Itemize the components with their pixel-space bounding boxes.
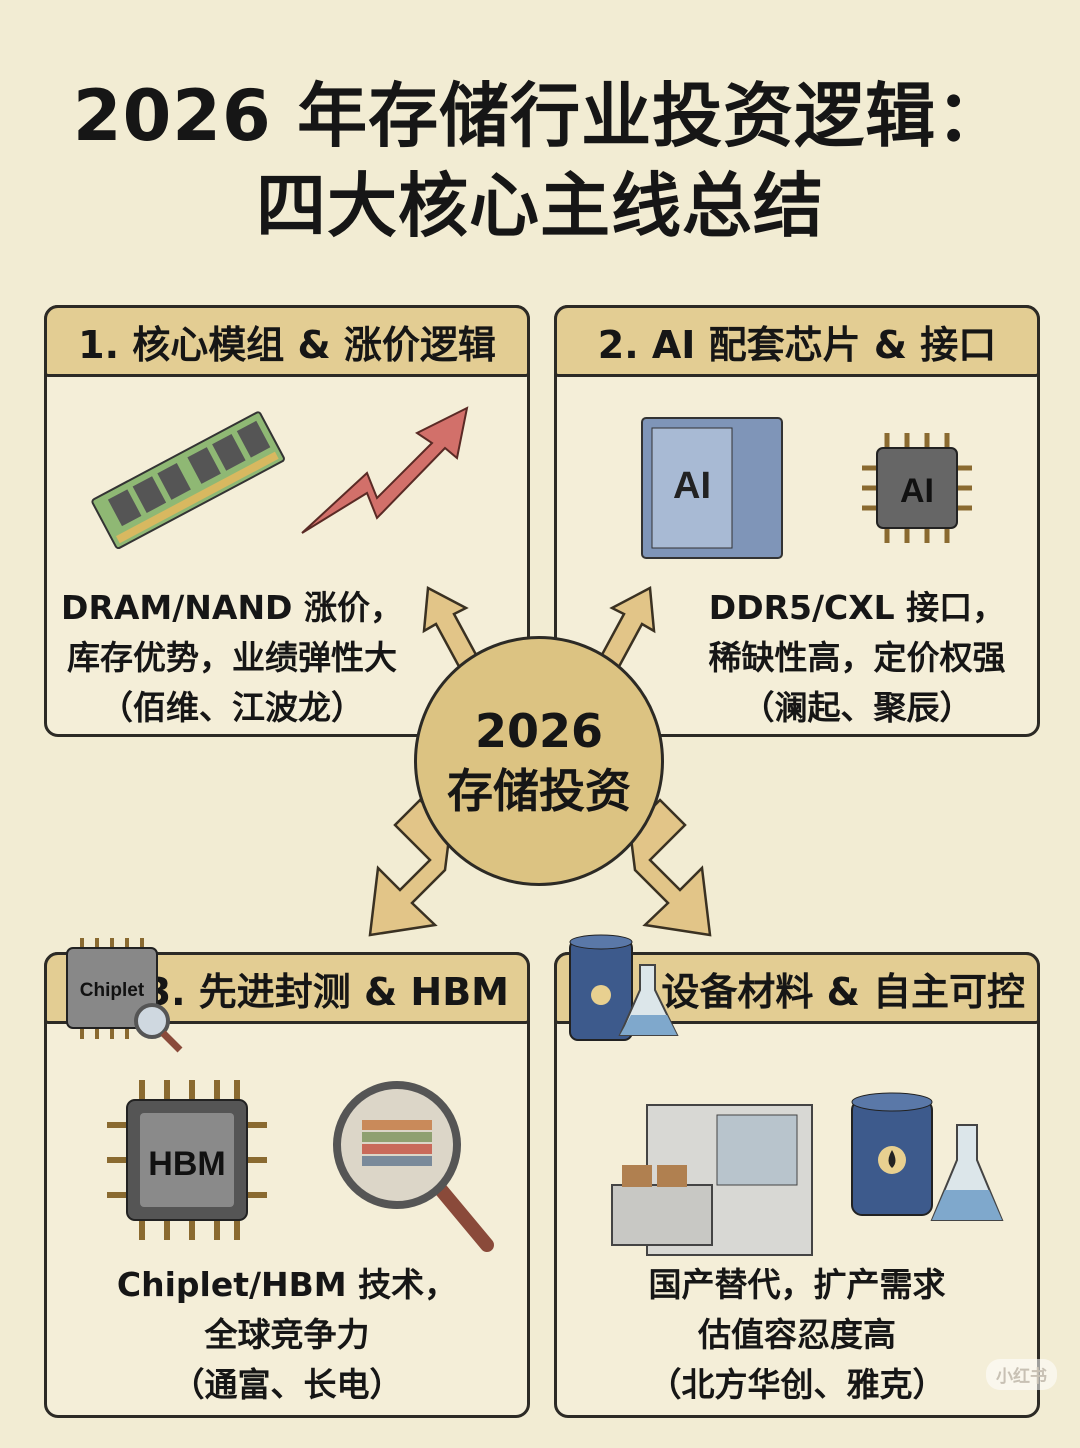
panel-module-pricing: 1. 核心模组 & 涨价逻辑 DRAM/NAND 涨价， 库存优势，业绩弹性大 … <box>44 305 530 737</box>
watermark-logo: 小红书 <box>986 1359 1057 1390</box>
panel-text-line: 稀缺性高，定价权强 <box>708 638 1006 677</box>
panel-text-line: （佰维、江波龙） <box>100 688 364 727</box>
panel-text-line: DRAM/NAND 涨价， <box>61 588 403 627</box>
title-line-1: 2026 年存储行业投资逻辑： <box>72 75 1008 157</box>
ai-server-icon: AI <box>641 417 783 559</box>
panel-ai-chips: 2. AI 配套芯片 & 接口 AI AI DDR5/CXL 接口， 稀缺性高，… <box>554 305 1040 737</box>
ai-chip-icon: AI <box>862 433 972 543</box>
hbm-chip-icon: HBM <box>107 1080 267 1240</box>
trend-up-arrow-icon <box>301 406 469 534</box>
flask-icon <box>930 1124 1004 1221</box>
arrow-to-panel-4 <box>628 798 712 937</box>
panel-text-line: Chiplet/HBM 技术， <box>116 1265 458 1304</box>
panel-text-line: 全球竞争力 <box>204 1315 370 1354</box>
dram-module-icon <box>91 411 285 550</box>
title-line-2: 四大核心主线总结 <box>256 165 824 247</box>
panel-text-line: 估值容忍度高 <box>698 1315 896 1354</box>
center-year: 2026 <box>474 704 604 758</box>
semiconductor-equipment-icon <box>611 1104 813 1256</box>
panel-text-line: （通富、长电） <box>171 1365 403 1404</box>
panel-heading: 2. AI 配套芯片 & 接口 <box>554 305 1040 377</box>
arrow-to-panel-3 <box>368 798 452 937</box>
barrel-flask-header-icon <box>569 934 679 1041</box>
panel-text-line: DDR5/CXL 接口， <box>708 588 1006 627</box>
center-label: 存储投资 <box>447 764 631 818</box>
chemical-barrel-icon <box>851 1092 933 1216</box>
stacked-die-magnifier-icon <box>333 1081 494 1252</box>
svg-text:AI: AI <box>900 472 934 510</box>
svg-text:AI: AI <box>673 465 711 507</box>
panel-equipment-materials: 4. 设备材料 & 自主可控 国产替代，扩产需求 估值容忍度高 （北方华创、雅克… <box>554 952 1040 1418</box>
panel-text-line: （北方华创、雅克） <box>648 1365 946 1404</box>
panel-heading: 1. 核心模组 & 涨价逻辑 <box>44 305 530 377</box>
center-hub: 2026 存储投资 <box>414 636 664 886</box>
chiplet-magnifier-icon: Chiplet <box>66 938 183 1053</box>
panel-text-line: 库存优势，业绩弹性大 <box>67 638 397 677</box>
svg-text:HBM: HBM <box>148 1145 225 1183</box>
svg-text:Chiplet: Chiplet <box>80 980 145 1001</box>
panel-packaging-hbm: 3. 先进封测 & HBM HBM Chiplet/HBM 技术， 全球竞争力 … <box>44 952 530 1418</box>
panel-text-line: （澜起、聚辰） <box>741 688 973 727</box>
panel-text-line: 国产替代，扩产需求 <box>648 1265 946 1304</box>
